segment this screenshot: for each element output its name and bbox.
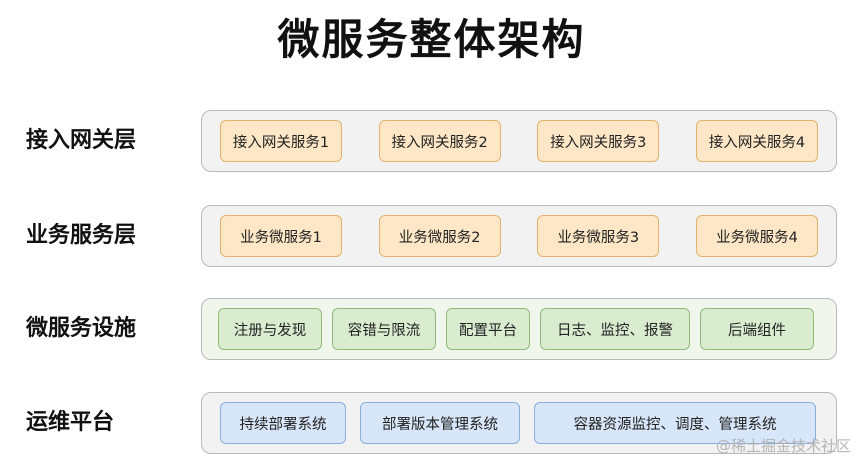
ops-version-system: 部署版本管理系统 [360, 402, 520, 444]
layer-ops: 持续部署系统 部署版本管理系统 容器资源监控、调度、管理系统 [201, 392, 837, 454]
gateway-service-3: 接入网关服务3 [537, 120, 660, 162]
business-service-2: 业务微服务2 [378, 215, 501, 257]
layer-label-infra: 微服务设施 [26, 316, 137, 341]
gateway-service-4: 接入网关服务4 [695, 120, 818, 162]
infra-config: 配置平台 [446, 308, 530, 350]
ops-cd-system: 持续部署系统 [220, 402, 346, 444]
layer-label-ops: 运维平台 [26, 410, 115, 435]
layer-infra: 注册与发现 容错与限流 配置平台 日志、监控、报警 后端组件 [201, 298, 837, 360]
diagram-title: 微服务整体架构 [277, 15, 586, 64]
infra-registry: 注册与发现 [218, 308, 322, 350]
gateway-service-2: 接入网关服务2 [378, 120, 501, 162]
layer-gateway: 接入网关服务1 接入网关服务2 接入网关服务3 接入网关服务4 [201, 110, 837, 172]
infra-monitoring: 日志、监控、报警 [540, 308, 690, 350]
ops-container-system: 容器资源监控、调度、管理系统 [534, 402, 816, 444]
layer-label-business: 业务服务层 [26, 223, 137, 248]
business-service-3: 业务微服务3 [537, 215, 660, 257]
infra-fault-tolerance: 容错与限流 [332, 308, 436, 350]
gateway-service-1: 接入网关服务1 [220, 120, 342, 162]
business-service-4: 业务微服务4 [695, 215, 818, 257]
layer-label-gateway: 接入网关层 [26, 128, 137, 153]
business-service-1: 业务微服务1 [220, 215, 342, 257]
infra-backend: 后端组件 [700, 308, 814, 350]
layer-business: 业务微服务1 业务微服务2 业务微服务3 业务微服务4 [201, 205, 837, 267]
watermark-text: @稀土掘金技术社区 [715, 437, 851, 455]
